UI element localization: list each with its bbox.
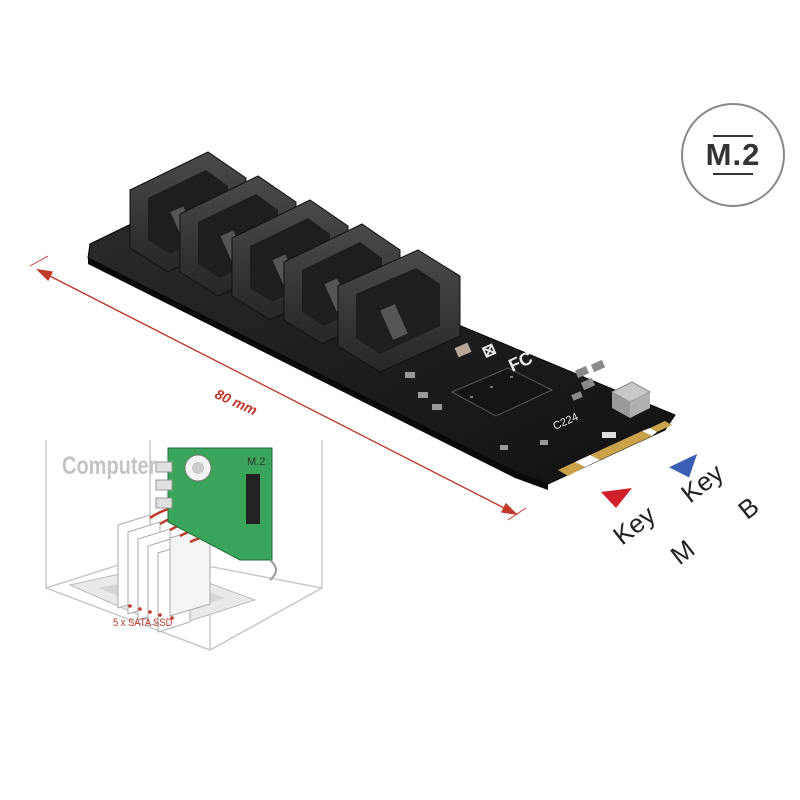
- smd-components: [405, 342, 616, 450]
- key-b-arrow-icon: [668, 453, 698, 478]
- controller-chip: [450, 367, 554, 417]
- m2-badge-icon: M.2: [681, 103, 785, 207]
- inset-computer-diagram: [45, 440, 323, 651]
- m2-badge-overline: [713, 135, 753, 137]
- inset-card-label: M.2: [247, 456, 266, 468]
- dimension-line: [29, 255, 527, 521]
- m2-badge-text: M.2: [705, 137, 761, 172]
- sata-ssd-label: 5 x SATA SSD: [113, 617, 173, 629]
- sata-connector-5: [337, 249, 461, 373]
- key-b-notch: [642, 428, 657, 436]
- m2-sata-card: ⊠ FC C224: [87, 151, 676, 490]
- inset-ssd-drives: [117, 514, 211, 633]
- key-m-arrow-icon: [601, 488, 632, 508]
- m2-badge-underline: [713, 173, 753, 175]
- computer-label: Computer: [62, 452, 157, 480]
- gold-contacts: [558, 421, 672, 476]
- sata-connectors: [129, 151, 461, 373]
- key-m-notch: [575, 455, 600, 467]
- svg-text:⊠: ⊠: [480, 341, 499, 362]
